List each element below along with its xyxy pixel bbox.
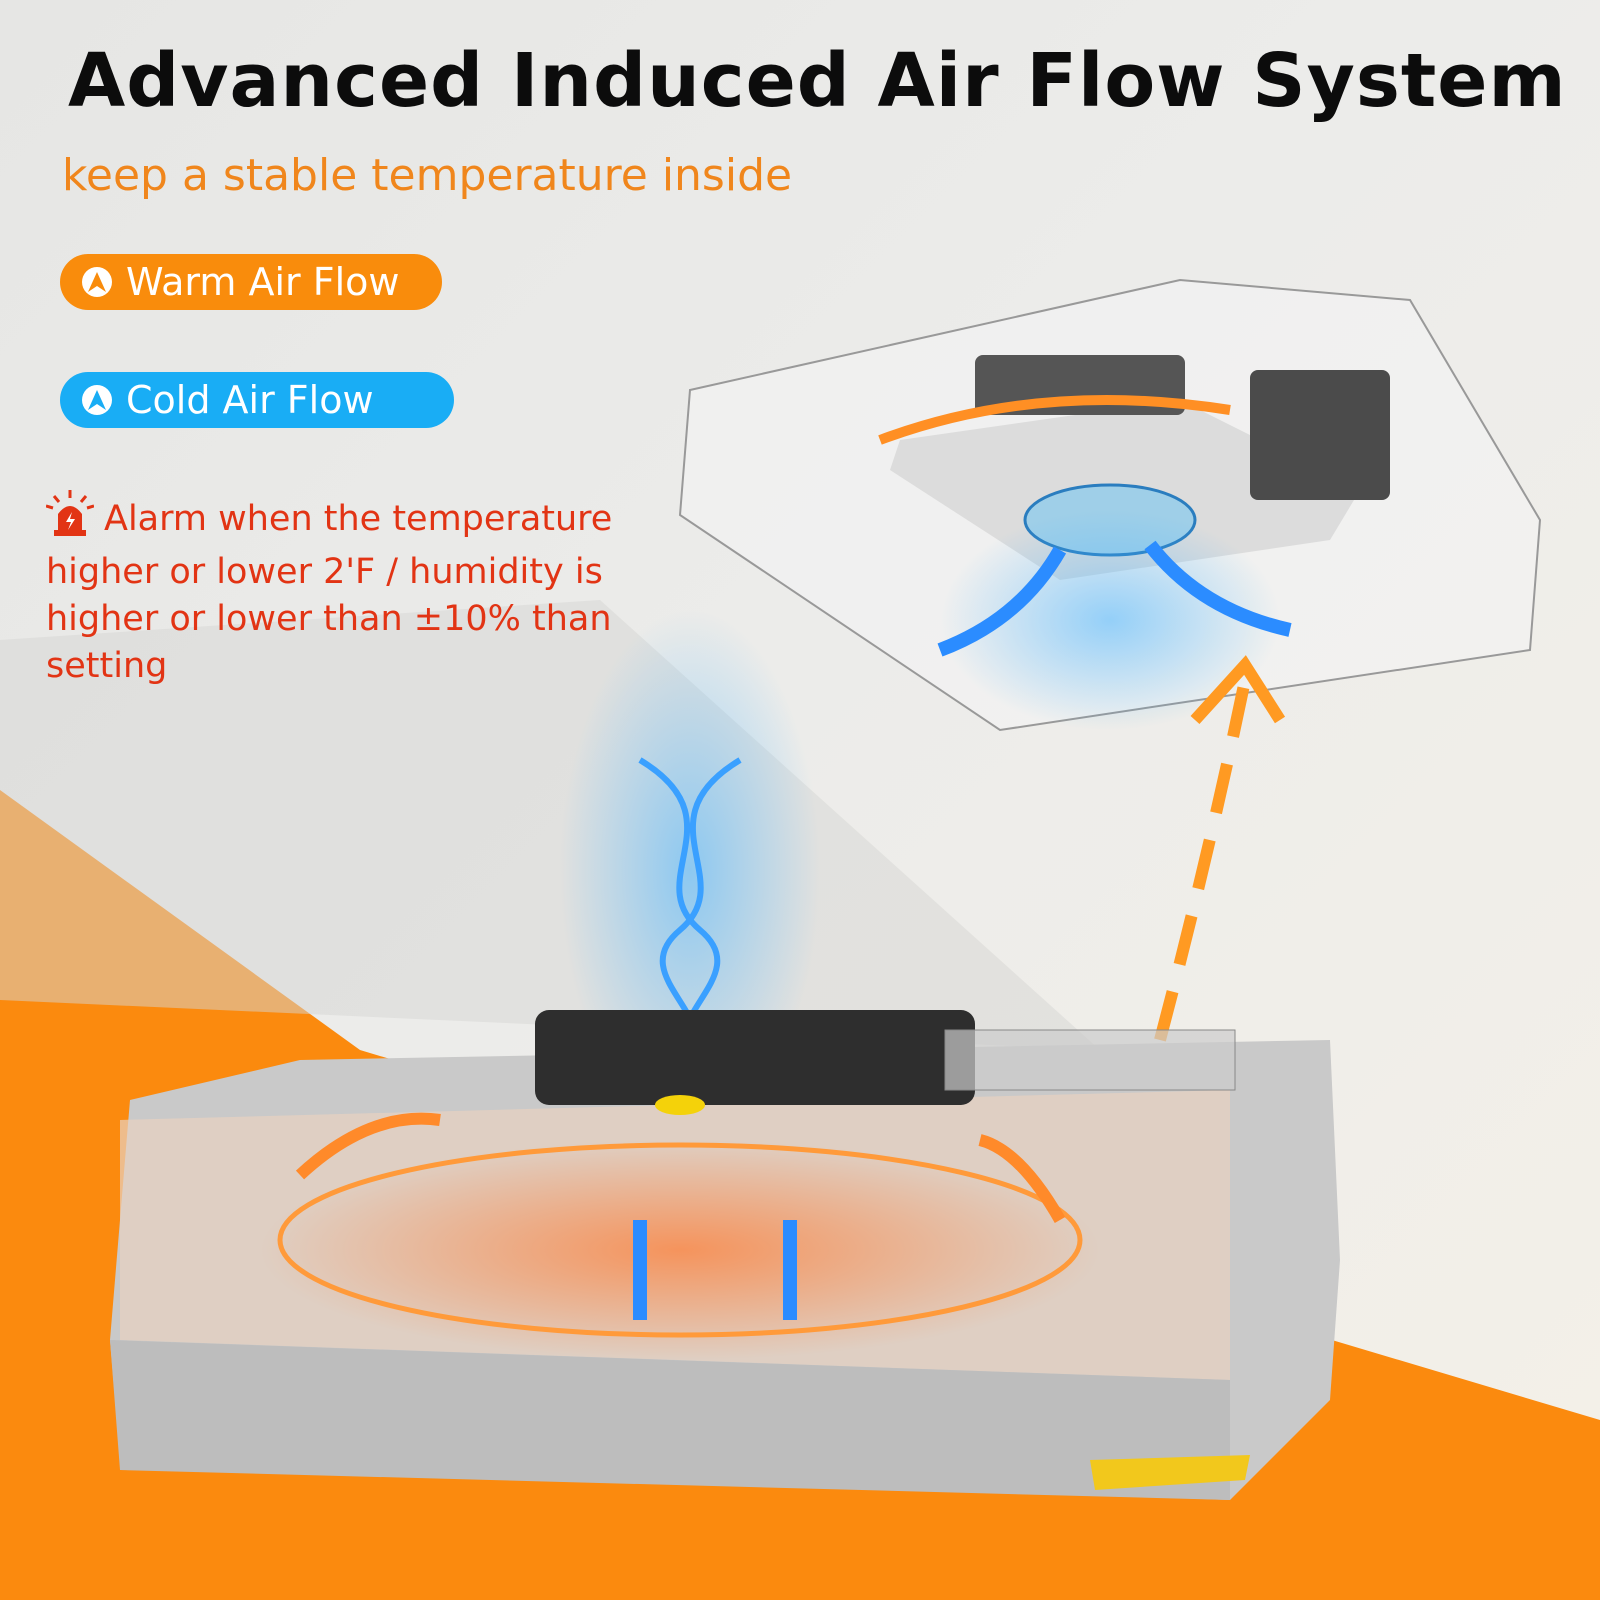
cold-air-flow-label: Cold Air Flow [126, 378, 374, 422]
shadow-shape [0, 600, 1100, 1050]
alarm-text: Alarm when the temperature higher or low… [46, 499, 613, 686]
cold-air-flow-legend: Cold Air Flow [60, 372, 454, 428]
navigation-arrow-icon [82, 385, 112, 415]
warm-air-flow-legend: Warm Air Flow [60, 254, 442, 310]
navigation-arrow-icon [82, 267, 112, 297]
incubator-base-illustration [110, 1010, 1340, 1500]
page-subtitle: keep a stable temperature inside [62, 150, 793, 201]
siren-icon [45, 490, 95, 549]
helix-glow [560, 610, 820, 1130]
page-title: Advanced Induced Air Flow System [68, 38, 1567, 124]
warm-air-flow-label: Warm Air Flow [126, 260, 400, 304]
alarm-note: Alarm when the temperature higher or low… [45, 490, 666, 690]
lid-illustration [678, 278, 1542, 1042]
